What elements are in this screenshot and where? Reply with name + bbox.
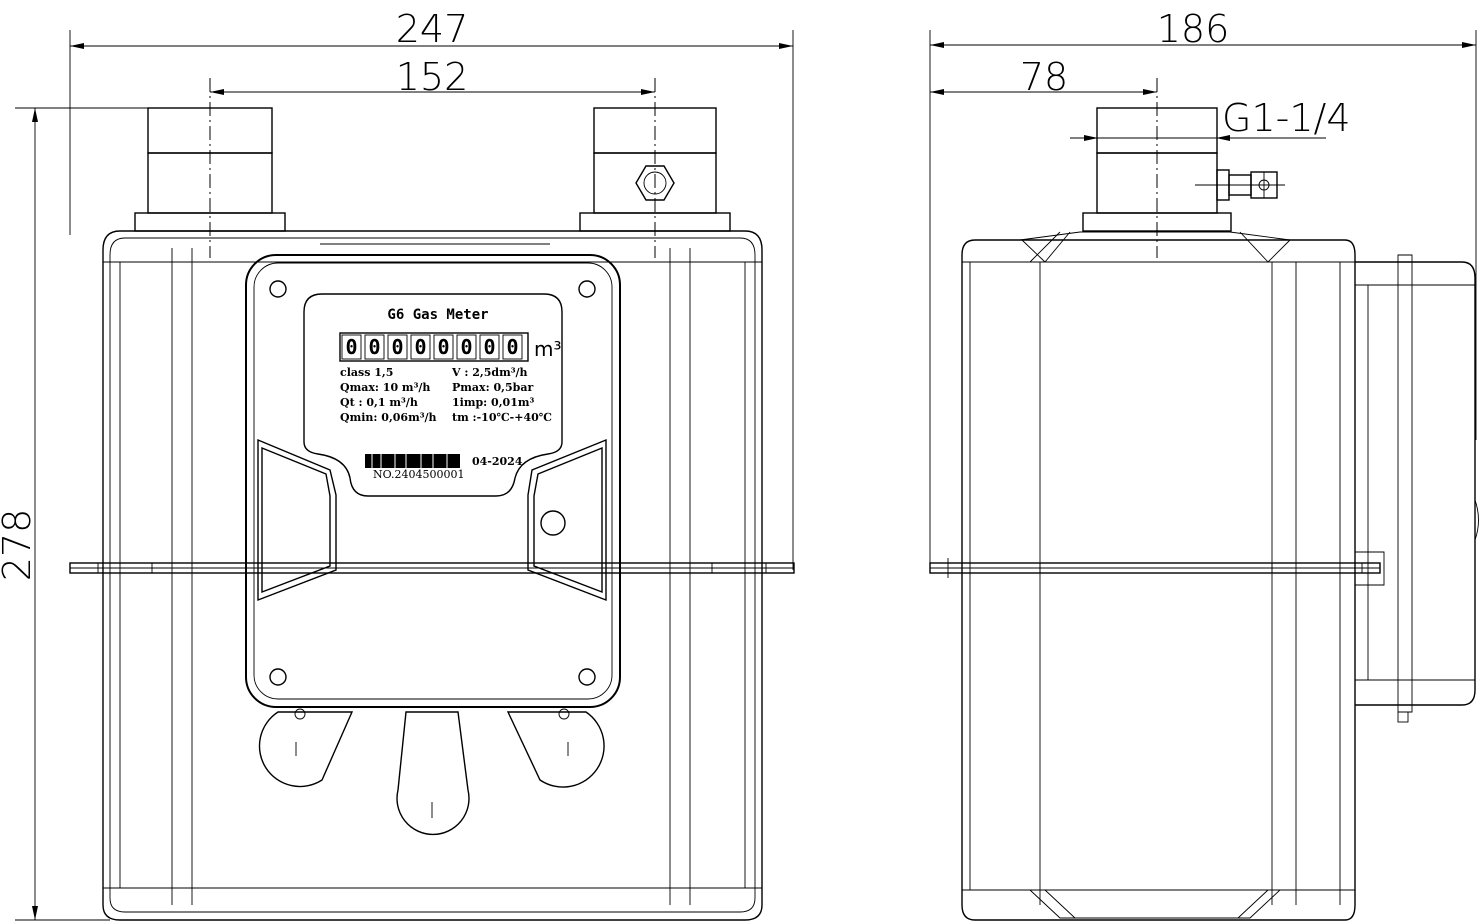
odometer-unit: m³ xyxy=(534,337,562,361)
odometer-digit-value: 0 xyxy=(437,335,449,359)
odometer-digit: 0 xyxy=(502,334,523,360)
cover-button-icon xyxy=(540,510,566,536)
dimension-label-78: 78 xyxy=(1020,55,1068,99)
dimension-label-247: 247 xyxy=(396,7,469,51)
side-housing xyxy=(961,231,1356,921)
spec-left-4: Qmin: 0,06m³/h xyxy=(340,411,437,424)
side-index-box xyxy=(1355,254,1479,723)
spec-right-4: tm :-10℃-+40℃ xyxy=(452,411,552,424)
side-clamp-band xyxy=(929,551,1385,586)
odometer-digit-value: 0 xyxy=(483,335,495,359)
cover-screw-icon xyxy=(578,280,596,298)
spec-right-3: 1imp: 0,01m³ xyxy=(452,396,534,409)
dimension-height-overall: 278 xyxy=(0,107,270,921)
odometer-digit: 0 xyxy=(387,334,408,360)
dimension-inlet-spacing: 152 xyxy=(210,55,655,99)
odometer-digit-value: 0 xyxy=(460,335,472,359)
front-view: 247 152 278 xyxy=(0,7,795,921)
dimension-depth-overall: 186 xyxy=(929,7,1477,565)
side-connection-pipe xyxy=(1082,78,1232,258)
serial-number: NO.2404500001 xyxy=(373,468,464,481)
dimension-label-186: 186 xyxy=(1157,7,1230,51)
odometer-digit: 0 xyxy=(456,334,477,360)
spec-left-3: Qt : 0,1 m³/h xyxy=(340,396,418,409)
odometer-digit-value: 0 xyxy=(391,335,403,359)
spec-left-2: Qmax: 10 m³/h xyxy=(340,381,430,394)
spec-right-2: Pmax: 0,5bar xyxy=(452,381,533,394)
barcode xyxy=(365,454,460,468)
cover-screw-icon xyxy=(578,668,596,686)
dimension-connection-offset: 78 xyxy=(930,55,1157,99)
lower-lobes xyxy=(258,708,605,836)
spec-left-1: class 1,5 xyxy=(340,366,393,379)
odometer-digit-value: 0 xyxy=(506,335,518,359)
odometer-digit: 0 xyxy=(364,334,385,360)
odometer-digit-value: 0 xyxy=(368,335,380,359)
odometer-digit: 0 xyxy=(433,334,454,360)
front-clamp-band xyxy=(69,562,795,574)
odometer-digit: 0 xyxy=(410,334,431,360)
spec-right-1: V : 2,5dm³/h xyxy=(451,366,528,379)
side-view: 186 78 G1-1/4 xyxy=(929,7,1479,921)
thread-label: G1-1/4 xyxy=(1222,96,1351,140)
index-cover xyxy=(245,254,621,708)
odometer-digit-value: 0 xyxy=(345,335,357,359)
cover-screw-icon xyxy=(269,280,287,298)
front-housing xyxy=(102,230,763,921)
dimension-label-152: 152 xyxy=(396,55,469,99)
cover-screw-icon xyxy=(269,668,287,686)
thread-callout: G1-1/4 xyxy=(1070,96,1351,141)
hex-nut-icon xyxy=(635,165,675,201)
dimension-label-278: 278 xyxy=(0,509,39,582)
odometer-digit-value: 0 xyxy=(414,335,426,359)
odometer-digit: 0 xyxy=(479,334,500,360)
pressure-tap xyxy=(1195,169,1285,201)
manufacture-date: 04-2024 xyxy=(472,455,523,468)
odometer-digit: 0 xyxy=(341,334,362,360)
dimension-width-overall: 247 xyxy=(69,7,794,570)
nameplate-title: G6 Gas Meter xyxy=(387,307,488,323)
